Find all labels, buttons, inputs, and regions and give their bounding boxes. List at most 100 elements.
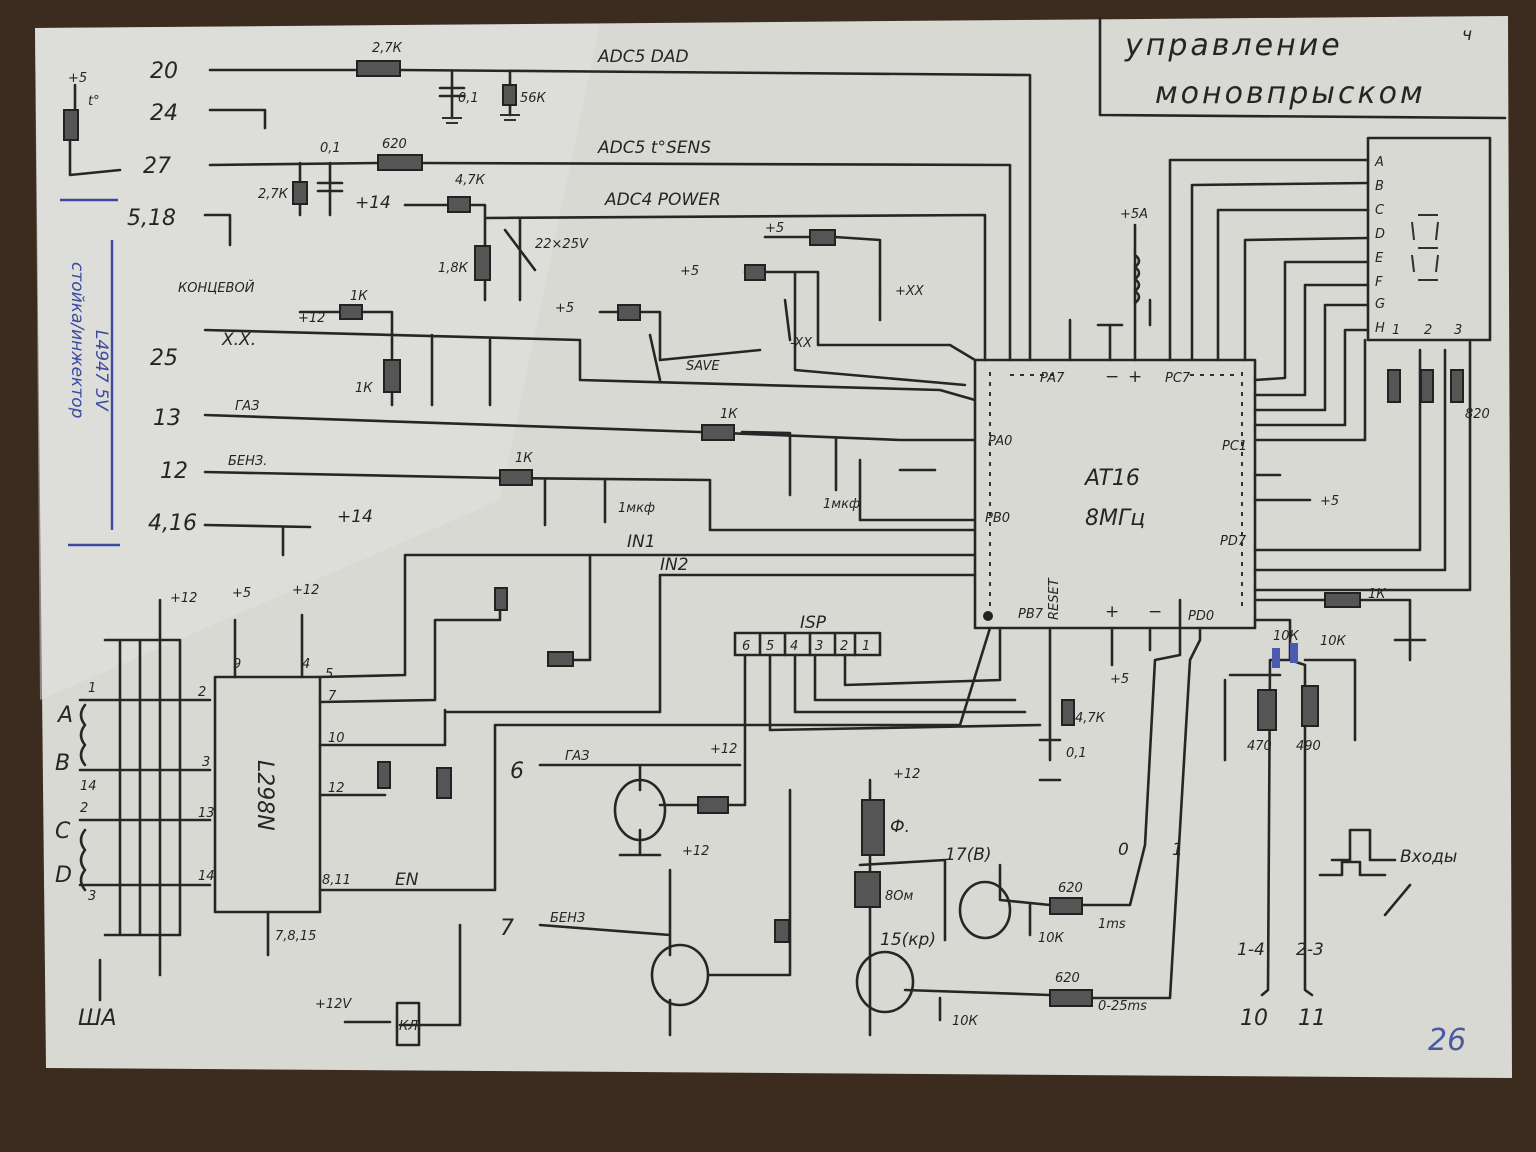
segment-e: E <box>1375 251 1384 266</box>
mcu-pin-pd7: PD7 <box>1220 534 1247 549</box>
label-petrol-2: БЕНЗ <box>550 911 585 926</box>
value-r-2-7k: 2,7К <box>372 41 403 56</box>
label-kl: КЛ <box>399 1019 418 1034</box>
injector-driver <box>343 598 1202 1047</box>
connector-4-16: 4,16 <box>148 511 197 536</box>
side-note-line-2: L4947 5V <box>91 330 111 412</box>
mcu-minus-top: − <box>1105 367 1119 387</box>
power-plus12-l298: +12 <box>292 583 319 598</box>
coil-a: A <box>56 703 73 728</box>
digit-2: 2 <box>1424 323 1432 338</box>
isp-pin-3: 3 <box>815 639 823 654</box>
gas-input-wire <box>203 413 977 497</box>
segment-h: H <box>1375 321 1385 336</box>
connector-7: 7 <box>500 916 514 941</box>
idle-input-wire <box>203 304 977 407</box>
value-c-0-1-reset: 0,1 <box>1066 746 1087 761</box>
value-r-1k-gas: 1К <box>720 407 738 422</box>
driver-pin-14: 14 <box>198 869 215 884</box>
driver-pin-8-11: 8,11 <box>322 873 351 888</box>
label-idle: X.X. <box>221 330 256 350</box>
value-r-490: 490 <box>1296 739 1321 754</box>
value-r-1k-petrol: 1К <box>515 451 533 466</box>
label-pulse-1ms: 1ms <box>1098 917 1126 932</box>
power-plus14-a: +14 <box>355 193 391 213</box>
value-r-56k: 56К <box>520 91 547 106</box>
side-note-line-1: стойка/инжектор <box>67 262 87 419</box>
label-inputs: Входы <box>1400 847 1457 867</box>
segment-b: B <box>1375 179 1384 194</box>
power-plus5-a: +5 <box>765 221 784 236</box>
value-c-0-1-b: 0,1 <box>320 141 341 156</box>
segment-d: D <box>1375 227 1385 242</box>
driver-pin-12: 12 <box>328 781 345 796</box>
driver-pin-7: 7 <box>328 689 337 704</box>
driver-pin-2: 2 <box>198 685 206 700</box>
driver-pin-3: 3 <box>202 755 210 770</box>
isp-wires <box>723 626 1062 807</box>
label-gas: ГАЗ <box>235 399 259 414</box>
power-plus5-c: +5 <box>555 301 574 316</box>
driver-pin-5: 5 <box>325 667 333 682</box>
ground-wires <box>203 108 267 247</box>
label-bit0: 0 <box>1118 840 1129 860</box>
value-r-10k-d: 10К <box>1320 634 1347 649</box>
coil-d: D <box>55 863 72 888</box>
coil-pin-14: 14 <box>80 779 97 794</box>
value-r-10k-c: 10К <box>1273 629 1300 644</box>
driver-pin-13: 13 <box>198 806 215 821</box>
power-plus5-l298: +5 <box>232 586 251 601</box>
label-bit1: 1 <box>1172 840 1183 860</box>
mcu-pin-pa0: PA0 <box>988 434 1012 449</box>
value-c-0-1: 0,1 <box>458 91 479 106</box>
segment-a: A <box>1374 155 1384 170</box>
isp-label: ISP <box>800 613 827 633</box>
label-out-2-3: 2-3 <box>1296 940 1324 960</box>
value-c-1mkf-gas: 1мкф <box>823 497 860 512</box>
label-8ohm: 8Ом <box>885 889 914 904</box>
value-r-10k-b: 10К <box>952 1014 979 1029</box>
value-r-620-b: 620 <box>1055 971 1080 986</box>
label-adc5-dad: ADC5 DAD <box>597 47 689 67</box>
value-r-820: 820 <box>1465 407 1490 422</box>
label-save: SAVE <box>686 359 720 374</box>
value-r-620: 620 <box>382 137 407 152</box>
mcu-name: AT16 <box>1083 466 1140 491</box>
label-adc5-tsens: ADC5 t°SENS <box>597 138 711 158</box>
adc4-power-wire <box>403 196 987 362</box>
segment-f: F <box>1375 275 1383 290</box>
title-line-1: управление <box>1124 28 1343 63</box>
adc5-dad-wire <box>208 60 1032 362</box>
corner-mark: ч <box>1462 25 1472 45</box>
label-petrol: БЕНЗ. <box>228 454 267 469</box>
isp-pin-1: 1 <box>862 639 870 654</box>
mcu-at16 <box>973 358 1257 630</box>
label-pin15: 15(кр) <box>880 930 936 950</box>
driver-name: L298N <box>252 760 277 831</box>
mcu-pin-pd0: PD0 <box>1188 609 1214 624</box>
coil-pin-1: 1 <box>88 681 96 696</box>
isp-pin-5: 5 <box>766 639 774 654</box>
adc5-tsens-wire <box>63 83 1012 362</box>
label-minus-xx: -XX <box>790 336 813 351</box>
isp-pin-4: 4 <box>790 639 798 654</box>
driver-pin-4: 4 <box>302 657 310 672</box>
l298n-wires <box>78 553 992 1002</box>
mcu-pin-pc1: PC1 <box>1222 439 1247 454</box>
connector-20: 20 <box>150 59 178 84</box>
power-plus12-injector: +12 <box>893 767 920 782</box>
label-pulse-0-25ms: 0-25ms <box>1098 999 1147 1014</box>
connector-13: 13 <box>153 406 181 431</box>
inductor-icon <box>1133 253 1141 305</box>
connector-24: 24 <box>150 101 178 126</box>
mcu-clock: 8МГц <box>1085 506 1145 531</box>
label-end-switch: КОНЦЕВОЙ <box>178 280 255 296</box>
value-r-620-a: 620 <box>1058 881 1083 896</box>
pulse-waveform-icon <box>1318 828 1412 917</box>
driver-pin-gnd: 7,8,15 <box>275 929 316 944</box>
label-out-1-4: 1-4 <box>1237 940 1265 960</box>
connector-6: 6 <box>510 759 524 784</box>
power-plus12-bridge: +12 <box>170 591 197 606</box>
power-plus14-b: +14 <box>337 507 373 527</box>
